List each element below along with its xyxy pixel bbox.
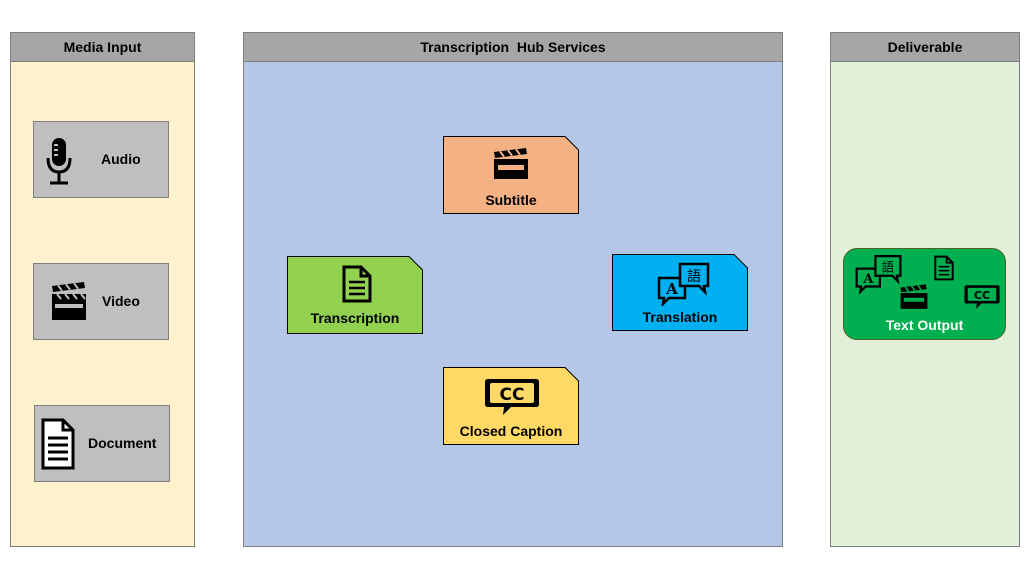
service-subtitle-label: Subtitle	[485, 192, 537, 208]
lane-header-media-input: Media Input	[11, 33, 194, 62]
service-closed-caption-label: Closed Caption	[459, 423, 563, 439]
closed-caption-icon: CC	[485, 379, 539, 415]
service-transcription-label: Transcription	[310, 310, 400, 326]
clapperboard-icon	[52, 282, 86, 320]
service-transcription[interactable]: Transcription	[287, 256, 423, 334]
input-video-label: Video	[102, 293, 140, 309]
document-icon	[934, 255, 954, 281]
document-icon	[342, 265, 372, 303]
svg-text:語: 語	[882, 259, 895, 274]
closed-caption-icon: CC	[964, 285, 1000, 309]
translate-icon: A 語	[855, 255, 902, 294]
service-closed-caption[interactable]: CC Closed Caption	[443, 367, 579, 445]
service-translation-label: Translation	[642, 309, 718, 325]
text-output-label: Text Output	[885, 317, 964, 333]
input-document-label: Document	[88, 435, 157, 451]
microphone-icon	[46, 138, 72, 185]
input-video[interactable]: Video	[33, 263, 169, 340]
document-icon	[41, 418, 75, 470]
service-subtitle[interactable]: Subtitle	[443, 136, 579, 214]
input-audio[interactable]: Audio	[33, 121, 169, 198]
svg-text:CC: CC	[500, 385, 525, 405]
translate-icon: A 語	[657, 262, 710, 306]
input-document[interactable]: Document	[34, 405, 170, 482]
clapperboard-icon	[900, 284, 928, 309]
clapperboard-icon	[494, 148, 528, 179]
svg-text:語: 語	[687, 269, 701, 285]
svg-text:CC: CC	[974, 289, 990, 302]
svg-text:A: A	[665, 280, 678, 298]
lane-header-hub-services: Transcription Hub Services	[244, 33, 782, 62]
input-audio-label: Audio	[101, 151, 141, 167]
svg-text:A: A	[862, 271, 874, 287]
text-output[interactable]: A 語 CC Text Output	[843, 248, 1006, 340]
lane-header-deliverable: Deliverable	[831, 33, 1019, 62]
service-translation[interactable]: A 語 Translation	[612, 254, 748, 331]
